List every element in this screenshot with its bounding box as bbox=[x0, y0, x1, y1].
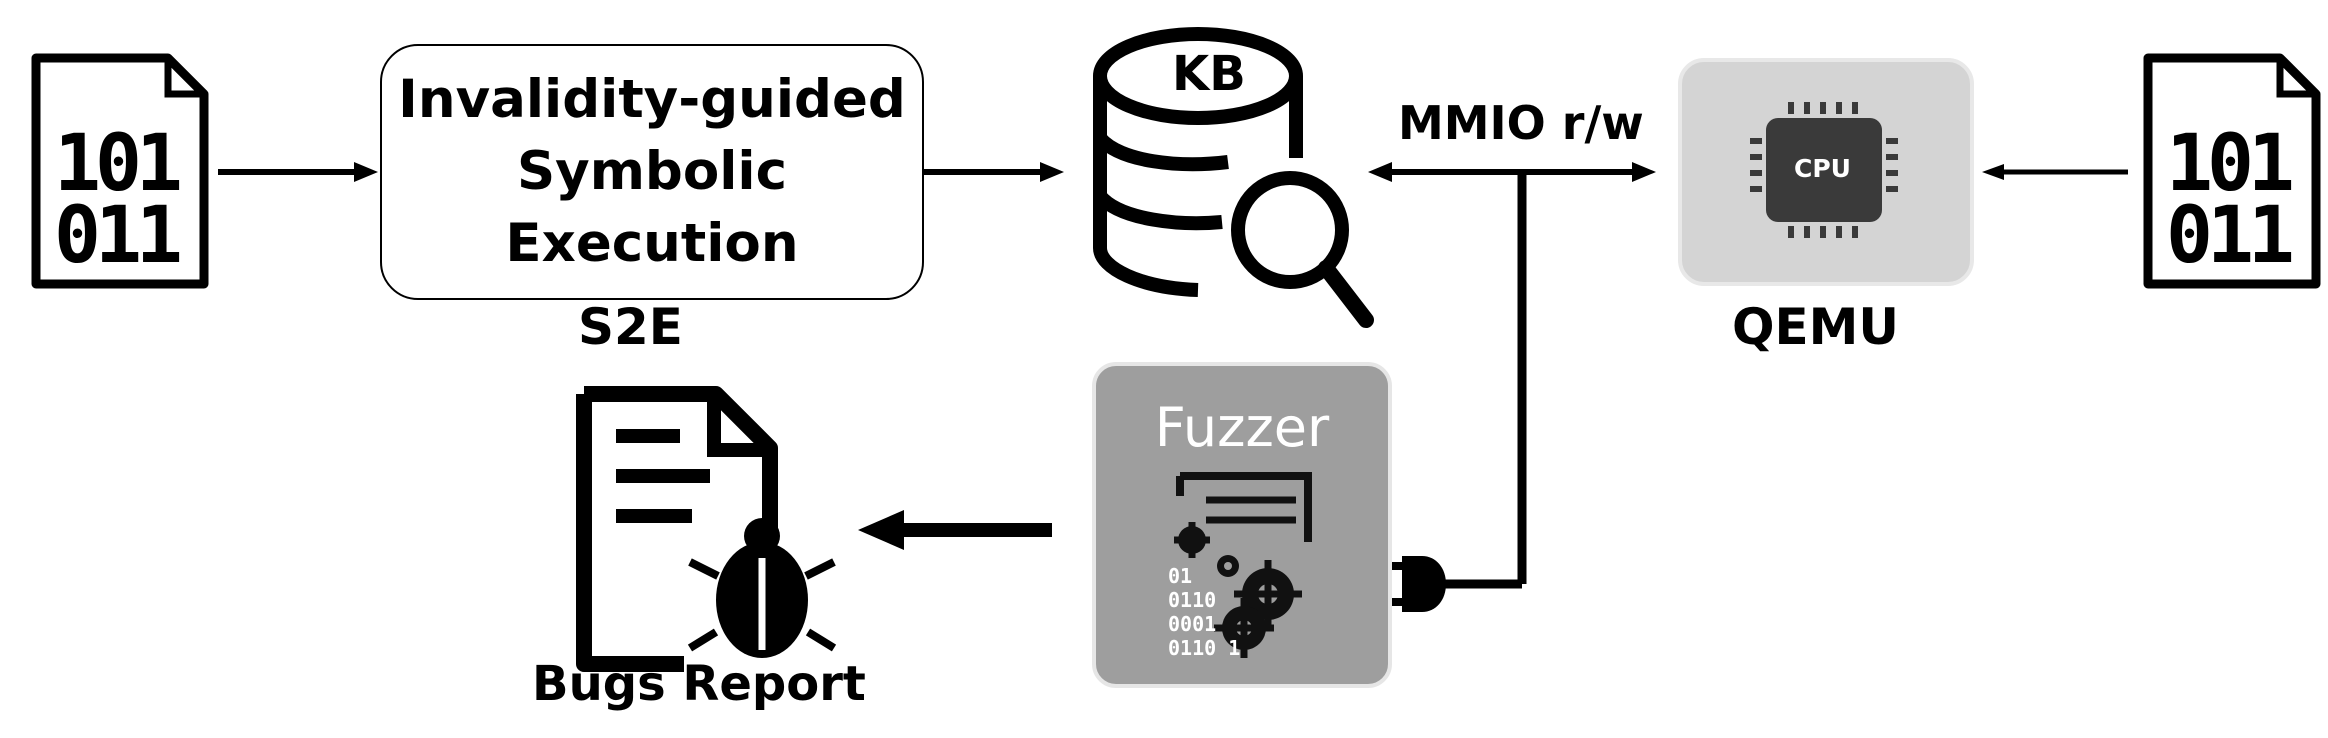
cpu-icon bbox=[1750, 102, 1898, 238]
mmio-bidirectional-arrow bbox=[1368, 162, 1656, 182]
arrow-file-to-qemu bbox=[1982, 164, 2128, 180]
file-bits-row: 101 bbox=[54, 119, 183, 209]
database-search-icon bbox=[1093, 27, 1374, 328]
mmio-label: MMIO r/w bbox=[1398, 96, 1644, 150]
symbolic-execution-node: Invalidity-guided Symbolic Execution bbox=[380, 44, 924, 300]
fuzzer-node: Fuzzer bbox=[1092, 362, 1392, 688]
cpu-chip-label: CPU bbox=[1794, 154, 1851, 183]
arrow-file-to-s2e bbox=[218, 162, 378, 182]
kb-label: KB bbox=[1172, 46, 1246, 102]
fuzzer-bit-line: 01 bbox=[1168, 564, 1193, 588]
fuzzer-bit-lines: 01 0110 0001 0110 1 bbox=[1168, 564, 1240, 660]
qemu-node: CPU bbox=[1678, 58, 1974, 286]
file-bits-row: 101 bbox=[2166, 119, 2295, 209]
mmio-to-fuzzer-connector bbox=[1440, 172, 1527, 589]
bugs-report-caption: Bugs Report bbox=[532, 656, 866, 712]
symbolic-title-line: Invalidity-guided bbox=[398, 69, 906, 130]
fuzzer-bit-line: 0001 bbox=[1168, 612, 1217, 636]
file-binary-bits-right: 101 011 bbox=[2166, 119, 2295, 281]
file-bits-row: 011 bbox=[54, 191, 183, 281]
bug-report-icon bbox=[576, 386, 837, 672]
qemu-caption: QEMU bbox=[1732, 298, 1900, 356]
arrow-fuzzer-to-bugs bbox=[858, 510, 1052, 550]
symbolic-title-line: Symbolic bbox=[516, 141, 788, 202]
s2e-caption: S2E bbox=[578, 298, 683, 356]
file-bits-row: 011 bbox=[2166, 191, 2295, 281]
fuzzer-bit-line: 0110 1 bbox=[1168, 636, 1241, 660]
file-binary-icon-left bbox=[31, 53, 209, 289]
fuzzer-title: Fuzzer bbox=[1154, 396, 1330, 459]
fuzzer-gears-icon bbox=[1174, 472, 1312, 658]
fuzzer-bit-line: 0110 bbox=[1168, 588, 1217, 612]
symbolic-execution-title: Invalidity-guided Symbolic Execution bbox=[398, 64, 906, 280]
arrow-s2e-to-kb bbox=[924, 162, 1064, 182]
file-binary-bits-left: 101 011 bbox=[54, 119, 183, 281]
symbolic-title-line: Execution bbox=[505, 213, 799, 274]
file-binary-icon-right bbox=[2143, 53, 2321, 289]
